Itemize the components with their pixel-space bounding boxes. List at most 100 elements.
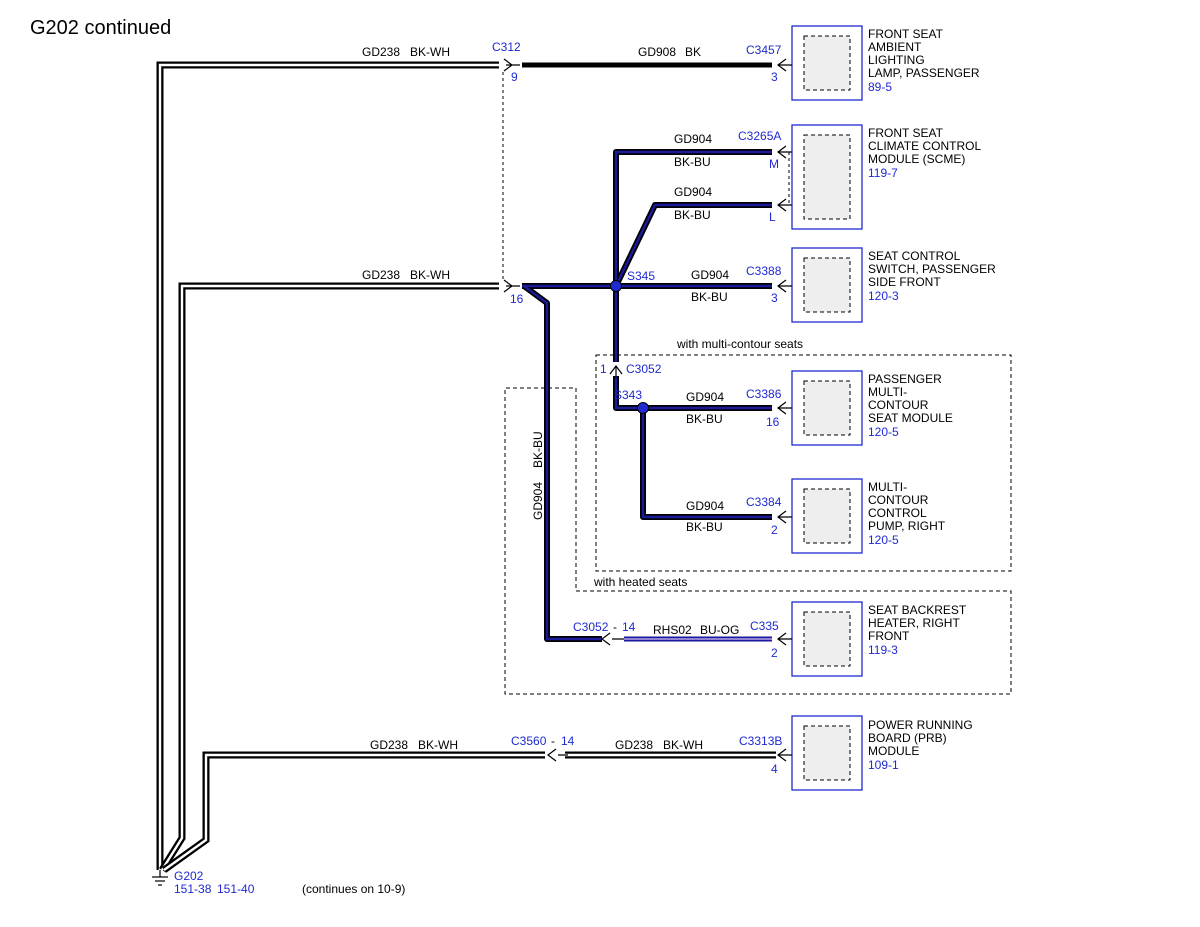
component-climate-module [791,124,863,230]
connector-c3457-pin: 3 [771,70,778,84]
component-prb-module [791,715,863,791]
label-bk: BK [685,45,701,59]
connector-c3388-pin: 3 [771,291,778,305]
pin-c312-9 [503,58,520,72]
svg-text:POWER RUNNING: POWER RUNNING [868,718,973,732]
svg-text:CONTOUR: CONTOUR [868,398,929,412]
connector-c3384-pin: 2 [771,523,778,537]
label-gd238-3: GD238 [370,738,408,752]
splice-s343-label: S343 [614,388,642,402]
label-gd904-c3388: GD904 [691,268,729,282]
svg-text:LIGHTING: LIGHTING [868,53,925,67]
pin-c3052-bottom [601,632,624,646]
svg-text:MULTI-: MULTI- [868,385,907,399]
component-label-seat-control-switch: SEAT CONTROL SWITCH, PASSENGER SIDE FRON… [868,249,996,303]
component-seat-control-switch [791,247,863,323]
connector-c3313b: C3313B [739,734,782,748]
label-bkbu-l: BK-BU [674,208,711,222]
pin-c3457 [777,58,792,72]
pin-c3313b [777,748,792,762]
connector-c3265a-pin-m: M [769,157,779,171]
component-label-multi-contour-pump: MULTI- CONTOUR CONTROL PUMP, RIGHT 120-5 [868,480,946,547]
connector-c3052-bottom-pin: 14 [622,620,636,634]
connector-c3560: C3560 [511,734,547,748]
wire-gd238-c312-to-ground [156,61,499,870]
heated-seats-option-box [504,387,1012,695]
pin-c312-16 [503,279,520,293]
svg-text:BOARD (PRB): BOARD (PRB) [868,731,947,745]
component-label-climate-module: FRONT SEAT CLIMATE CONTROL MODULE (SCME)… [868,126,981,180]
svg-text:CONTROL: CONTROL [868,506,927,520]
pin-c3386 [777,401,792,415]
connector-c3265a: C3265A [738,129,781,143]
pin-c3265a-m [777,145,792,159]
connector-c312-pin16: 16 [510,292,524,306]
connector-c3560-pin: 14 [561,734,575,748]
pin-c3388 [777,279,792,293]
component-backrest-heater [791,601,863,677]
label-bkwh-3: BK-WH [418,738,458,752]
svg-text:FRONT SEAT: FRONT SEAT [868,27,944,41]
svg-text:HEATER, RIGHT: HEATER, RIGHT [868,616,960,630]
svg-text:AMBIENT: AMBIENT [868,40,922,54]
ground-ref-2: 151-40 [217,882,255,896]
component-label-backrest-heater: SEAT BACKREST HEATER, RIGHT FRONT 119-3 [868,603,967,657]
label-gd908: GD908 [638,45,676,59]
svg-text:120-5: 120-5 [868,533,899,547]
ground-name: G202 [174,869,204,883]
connector-dash-2: - [551,734,555,748]
label-gd904-m: GD904 [674,132,712,146]
continues-note: (continues on 10-9) [302,882,405,896]
svg-text:SEAT CONTROL: SEAT CONTROL [868,249,961,263]
connector-c312-pin9: 9 [511,70,518,84]
component-multi-contour-pump [791,478,863,554]
svg-text:120-3: 120-3 [868,289,899,303]
connector-c312: C312 [492,40,521,54]
component-ambient-lamp [791,25,863,101]
label-bkwh-1: BK-WH [410,45,450,59]
label-bkbu-c3386: BK-BU [686,412,723,426]
svg-text:SEAT BACKREST: SEAT BACKREST [868,603,967,617]
page-title: G202 continued [30,17,171,39]
label-bkbu-vertical: BK-BU [531,431,545,468]
pin-c3560 [547,748,568,762]
connector-c3052-top: C3052 [626,362,662,376]
connector-c3052-top-pin: 1 [600,362,607,376]
label-bkbu-m: BK-BU [674,155,711,169]
svg-text:SWITCH, PASSENGER: SWITCH, PASSENGER [868,262,996,276]
label-gd904-vertical: GD904 [531,482,545,520]
connector-c3384: C3384 [746,495,782,509]
svg-text:PUMP, RIGHT: PUMP, RIGHT [868,519,946,533]
connector-c335: C335 [750,619,779,633]
svg-text:FRONT: FRONT [868,629,910,643]
splice-s343 [637,402,649,414]
label-gd904-l: GD904 [674,185,712,199]
svg-text:PASSENGER: PASSENGER [868,372,942,386]
svg-text:CLIMATE CONTROL: CLIMATE CONTROL [868,139,981,153]
svg-text:MULTI-: MULTI- [868,480,907,494]
splice-s345 [610,280,622,292]
component-label-multi-contour-seat-module: PASSENGER MULTI- CONTOUR SEAT MODULE 120… [868,372,953,439]
svg-text:LAMP, PASSENGER: LAMP, PASSENGER [868,66,980,80]
label-gd238-4: GD238 [615,738,653,752]
svg-text:SEAT MODULE: SEAT MODULE [868,411,953,425]
pin-c3052-top [609,365,623,378]
label-rhs02: RHS02 [653,623,692,637]
wire-gd238-c312-16-to-ground [159,282,499,872]
connector-c3386: C3386 [746,387,782,401]
svg-text:120-5: 120-5 [868,425,899,439]
label-bkbu-c3388: BK-BU [691,290,728,304]
heated-seats-option-label: with heated seats [593,575,687,589]
pin-c3384 [777,510,792,524]
ground-ref-1: 151-38 [174,882,212,896]
component-label-prb-module: POWER RUNNING BOARD (PRB) MODULE 109-1 [868,718,973,772]
svg-text:MODULE: MODULE [868,744,919,758]
svg-text:MODULE (SCME): MODULE (SCME) [868,152,965,166]
connector-c3052-bottom: C3052 [573,620,609,634]
connector-c3313b-pin: 4 [771,762,778,776]
connector-c335-pin: 2 [771,646,778,660]
svg-text:119-3: 119-3 [868,643,898,657]
connector-dash-1: - [613,620,617,634]
splice-s345-label: S345 [627,269,655,283]
